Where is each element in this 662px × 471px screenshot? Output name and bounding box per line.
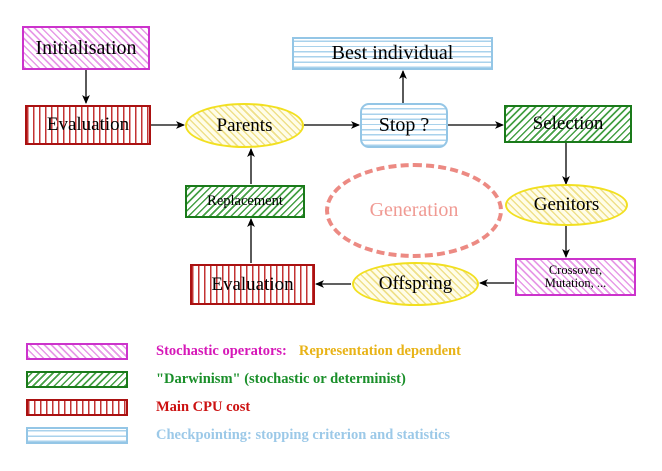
legend-label-darwinism: "Darwinism" (stochastic or determinist) (156, 370, 406, 387)
node-evaluation-bottom[interactable]: Evaluation (190, 264, 315, 305)
node-parents-label: Parents (216, 114, 273, 136)
node-offspring-label: Offspring (378, 273, 453, 295)
node-replacement[interactable]: Replacement (185, 185, 305, 218)
node-best-individual-label: Best individual (331, 42, 454, 64)
node-genitors[interactable]: Genitors (505, 184, 628, 226)
legend-swatch-checkpointing (26, 426, 128, 444)
node-replacement-label: Replacement (207, 192, 283, 209)
legend-label-checkpointing: Checkpointing: stopping criterion and st… (156, 426, 451, 443)
node-genitors-label: Genitors (533, 194, 600, 216)
legend: Stochastic operators: Representation dep… (0, 336, 662, 456)
node-crossover-label-line2: Mutation, ... (544, 276, 607, 290)
legend-row-darwinism: "Darwinism" (stochastic or determinist) (26, 368, 406, 390)
node-offspring[interactable]: Offspring (352, 262, 479, 306)
node-evaluation-top-label: Evaluation (46, 114, 130, 136)
legend-label-main-cpu-cost: Main CPU cost (156, 398, 251, 415)
legend-swatch-darwinism (26, 370, 128, 388)
legend-row-main-cpu-cost: Main CPU cost (26, 396, 250, 418)
node-stop[interactable]: Stop ? (360, 103, 448, 148)
legend-label-representation-dependent: Representation dependent (298, 342, 461, 359)
node-evaluation-bottom-label: Evaluation (211, 273, 294, 295)
legend-swatch-stochastic-operators (26, 342, 128, 360)
node-initialisation-label: Initialisation (35, 36, 137, 59)
node-stop-label: Stop ? (378, 114, 430, 136)
annotation-generation: Generation (325, 163, 503, 258)
legend-row-checkpointing: Checkpointing: stopping criterion and st… (26, 424, 450, 446)
annotation-generation-label: Generation (369, 199, 459, 221)
node-evaluation-top[interactable]: Evaluation (25, 105, 151, 145)
node-selection-label: Selection (532, 113, 604, 135)
node-initialisation[interactable]: Initialisation (22, 26, 150, 70)
node-crossover-mutation[interactable]: Crossover, Mutation, ... (515, 258, 636, 296)
legend-swatch-main-cpu-cost (26, 398, 128, 416)
node-parents[interactable]: Parents (185, 103, 304, 148)
legend-row-stochastic: Stochastic operators: Representation dep… (26, 340, 461, 362)
legend-label-stochastic-operators: Stochastic operators: (156, 342, 287, 359)
node-selection[interactable]: Selection (504, 105, 632, 143)
node-best-individual[interactable]: Best individual (292, 37, 493, 70)
node-crossover-label-line1: Crossover, (548, 262, 603, 277)
